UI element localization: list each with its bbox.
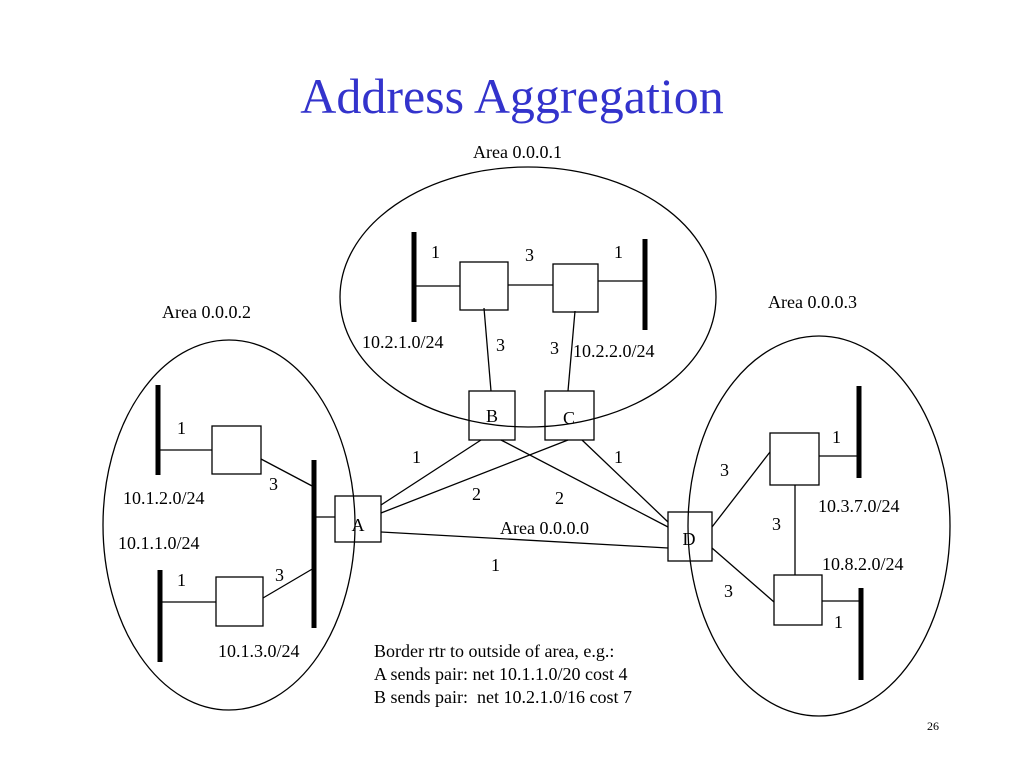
link-cost: 1 [614, 447, 623, 467]
router-c-box [544, 390, 595, 441]
link [380, 531, 669, 549]
link-cost: 1 [834, 612, 843, 632]
link [262, 567, 315, 599]
note-line: Border rtr to outside of area, e.g.: [374, 641, 615, 661]
link [380, 439, 482, 506]
router-box [552, 263, 599, 313]
link-cost: 2 [555, 488, 564, 508]
network-prefix: 10.1.2.0/24 [123, 488, 205, 508]
area-0003-ellipse [687, 335, 951, 717]
router-box [773, 574, 823, 626]
router-label: D [683, 529, 696, 549]
router-a-box [334, 495, 382, 543]
link [260, 458, 315, 488]
link-cost: 1 [177, 570, 186, 590]
link [567, 310, 576, 392]
router-box [459, 261, 509, 311]
slide-title: Address Aggregation [300, 68, 724, 124]
link [711, 451, 771, 528]
link [483, 307, 492, 392]
network-prefix: 10.2.2.0/24 [573, 341, 655, 361]
note-line: B sends pair: net 10.2.1.0/16 cost 7 [374, 687, 632, 707]
network-prefix: 10.3.7.0/24 [818, 496, 900, 516]
link-cost: 2 [472, 484, 481, 504]
link-cost: 1 [412, 447, 421, 467]
router-d-box [667, 511, 713, 562]
link-cost: 3 [525, 245, 534, 265]
link [581, 439, 669, 523]
link-cost: 3 [724, 581, 733, 601]
network-prefix: 10.2.1.0/24 [362, 332, 444, 352]
link-cost: 3 [496, 335, 505, 355]
network-prefix: 10.8.2.0/24 [822, 554, 904, 574]
link [380, 439, 569, 514]
area-label: Area 0.0.0.0 [500, 518, 589, 538]
link-cost: 1 [491, 555, 500, 575]
link-cost: 1 [832, 427, 841, 447]
router-label: A [352, 515, 365, 535]
router-box [769, 432, 820, 486]
router-box [211, 425, 262, 475]
link [711, 547, 775, 603]
router-label: B [486, 406, 498, 426]
link-cost: 1 [614, 242, 623, 262]
area-label: Area 0.0.0.1 [473, 142, 562, 162]
link-cost: 1 [431, 242, 440, 262]
note-line: A sends pair: net 10.1.1.0/20 cost 4 [374, 664, 628, 684]
aggregation-note: Border rtr to outside of area, e.g.: A s… [374, 640, 632, 709]
area-0002-ellipse [102, 339, 356, 711]
page-number: 26 [927, 719, 939, 733]
area-0001-ellipse [339, 166, 717, 428]
area-label: Area 0.0.0.2 [162, 302, 251, 322]
link-cost: 1 [177, 418, 186, 438]
router-label: C [563, 408, 575, 428]
link-cost: 3 [720, 460, 729, 480]
link-cost: 3 [269, 474, 278, 494]
router-b-box [468, 390, 516, 441]
network-prefix: 10.1.1.0/24 [118, 533, 200, 553]
network-prefix: 10.1.3.0/24 [218, 641, 300, 661]
area-label: Area 0.0.0.3 [768, 292, 857, 312]
link-cost: 3 [772, 514, 781, 534]
router-box [215, 576, 264, 627]
link [500, 439, 669, 528]
link-cost: 3 [275, 565, 284, 585]
link-cost: 3 [550, 338, 559, 358]
